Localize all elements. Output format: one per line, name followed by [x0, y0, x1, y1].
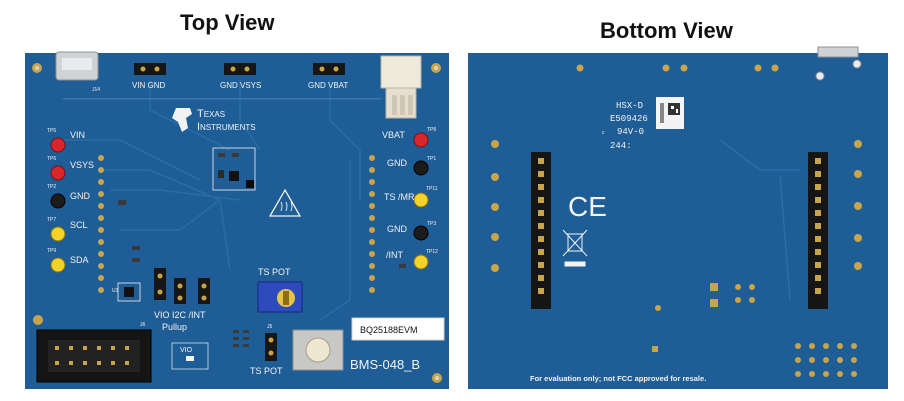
svg-text:GND: GND — [387, 158, 408, 168]
test-point-gnd[interactable]: TP2 GND — [47, 184, 91, 209]
board-id: BMS-048_B — [350, 357, 420, 372]
test-point-int[interactable]: TP12 /INT — [386, 249, 438, 270]
marking-line1: HSX-D — [616, 101, 643, 111]
test-points-left: TP5 VIN TP6 VSYS TP2 GND TP7 SCL TP9 — [47, 128, 94, 273]
battery-connector — [380, 55, 422, 119]
bottom-via-grid — [795, 343, 857, 377]
bottom-right-pads — [854, 140, 862, 270]
weee-bin-icon — [562, 229, 588, 267]
ti-logo-line2: Instruments — [197, 121, 256, 133]
test-point-ts-mr[interactable]: TP11 TS /MR — [384, 186, 438, 208]
connector-j6 — [36, 329, 152, 383]
mount-hole — [33, 315, 43, 325]
svg-text:TP6: TP6 — [47, 156, 56, 162]
test-point-vin[interactable]: TP5 VIN — [47, 128, 85, 153]
header-j3[interactable] — [313, 63, 345, 75]
ts-potentiometer[interactable] — [257, 281, 303, 313]
svg-text:VIN: VIN — [70, 130, 85, 140]
svg-text:TP1: TP1 — [427, 156, 436, 162]
svg-text:SDA: SDA — [70, 255, 89, 265]
ti-logo-line1: Texas — [197, 108, 225, 120]
bottom-header-left — [531, 152, 551, 309]
svg-text:GND: GND — [387, 224, 408, 234]
ts-pot-label-bottom: TS POT — [250, 366, 283, 376]
svg-text:GND: GND — [70, 191, 91, 201]
header-j8 — [98, 155, 104, 293]
footer-text: For evaluation only; not FCC approved fo… — [530, 374, 706, 383]
test-point-gnd-right[interactable]: TP1 GND — [387, 156, 436, 176]
svg-text:VBAT: VBAT — [382, 130, 405, 140]
header-j2[interactable] — [134, 63, 166, 75]
header-j11[interactable] — [224, 63, 256, 75]
test-point-vbat[interactable]: TP8 VBAT — [382, 127, 436, 148]
svg-text:TP3: TP3 — [427, 221, 436, 227]
qr-sticker — [656, 97, 684, 129]
svg-text:/INT: /INT — [386, 250, 404, 260]
ce-mark: CE — [568, 191, 607, 222]
header-j5[interactable] — [265, 333, 277, 361]
header-j2-label: VIN GND — [132, 81, 166, 90]
svg-text:TP12: TP12 — [426, 249, 438, 255]
vio-label: VIO — [180, 347, 193, 354]
ref-j5: J5 — [267, 324, 273, 330]
part-label: BQ25188EVM — [360, 325, 418, 335]
svg-text:TP2: TP2 — [47, 184, 56, 190]
svg-text:SCL: SCL — [70, 220, 88, 230]
ts-pot-label: TS POT — [258, 267, 291, 277]
header-j3-label: GND VBAT — [308, 81, 348, 90]
bottom-left-pads — [491, 140, 499, 272]
test-point-sda[interactable]: TP9 SDA — [47, 248, 89, 273]
push-button[interactable] — [292, 329, 344, 371]
svg-text:TP7: TP7 — [47, 217, 56, 223]
ul-mark: c — [602, 130, 605, 136]
ti-logo: Texas Instruments — [172, 108, 256, 133]
svg-text:TP9: TP9 — [47, 248, 56, 254]
charger-ic-area — [212, 147, 256, 191]
header-j11-label: GND VSYS — [220, 81, 261, 90]
jumper-labels: VIO I2C /INT — [154, 310, 206, 320]
svg-text:TS /MR: TS /MR — [384, 192, 415, 202]
svg-text:VSYS: VSYS — [70, 160, 94, 170]
bottom-header-right — [808, 152, 828, 309]
ref-u1: U1 — [112, 288, 119, 294]
test-point-gnd-right-2[interactable]: TP3 GND — [387, 221, 436, 241]
test-point-vsys[interactable]: TP6 VSYS — [47, 156, 94, 181]
pullup-label: Pullup — [162, 322, 187, 332]
bottom-board: HSX-D E509426 c 94V-0 244: CE — [468, 46, 888, 389]
top-view-title: Top View — [180, 10, 275, 35]
svg-text:TP8: TP8 — [427, 127, 436, 133]
marking-line3: 94V-0 — [617, 127, 644, 137]
test-point-scl[interactable]: TP7 SCL — [47, 217, 88, 242]
marking-line2: E509426 — [610, 114, 648, 124]
svg-text:TP11: TP11 — [426, 186, 438, 192]
header-j9 — [369, 155, 375, 293]
svg-text:TP5: TP5 — [47, 128, 56, 134]
test-points-right: TP8 VBAT TP1 GND TP11 TS /MR TP3 GND TP1… — [382, 127, 438, 270]
bottom-view-title: Bottom View — [600, 18, 733, 43]
hot-surface-warning-icon — [268, 188, 302, 217]
part-label-sticker: BQ25188EVM — [351, 317, 445, 341]
jumper-block[interactable] — [154, 268, 210, 304]
ref-j6: J6 — [140, 322, 146, 328]
top-board: J14 VIN GND GND VSYS GND VBAT Te — [25, 51, 449, 389]
marking-line4: 244: — [610, 141, 632, 151]
ref-j14: J14 — [92, 87, 100, 93]
